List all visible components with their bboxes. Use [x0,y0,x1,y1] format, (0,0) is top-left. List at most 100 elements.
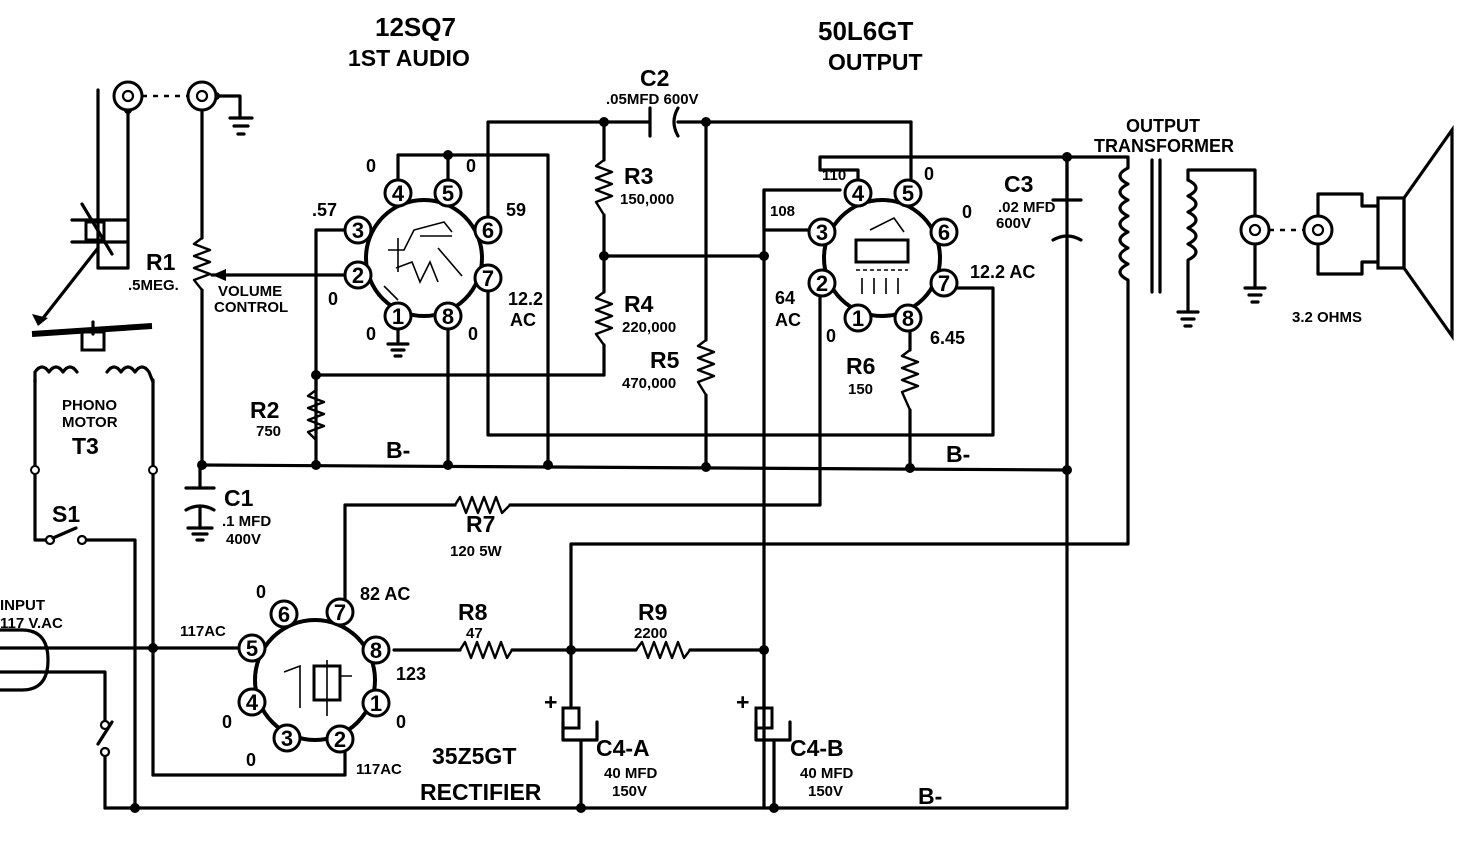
input-line1: INPUT [0,597,45,614]
r2-ref: R2 [250,397,279,423]
v3-pin5-voltage: 117AC [180,623,226,640]
r8-ref: R8 [458,599,488,625]
v3-pin6-voltage: 0 [256,582,266,602]
r3-ref: R3 [624,163,653,189]
v2-pin2-voltage: 64 [775,288,795,308]
pin-label: 6 [278,602,290,627]
tube-v1-pins: 4 5 3 6 2 7 1 8 [343,178,503,331]
v2-pin4-voltage: 110 [822,167,846,184]
c2-value: .05MFD 600V [606,91,699,108]
phono-pickup [31,88,153,352]
switch-s1 [44,526,88,546]
input-line2: 117 V.AC [0,615,63,632]
ac-plug [0,628,50,692]
pin-label: 4 [392,181,405,206]
labels: 12SQ7 1ST AUDIO 50L6GT OUTPUT 35Z5GT REC… [0,12,1362,809]
pin-label: 3 [816,220,828,245]
grounds [228,116,1267,358]
v3-pin7-voltage: 82 AC [360,584,410,604]
tube-v2-pins: 4 5 3 6 2 7 1 8 [807,178,959,333]
c4b-polarity: + [736,689,749,715]
r8-resistor [458,640,514,660]
v3-pin4-voltage: 0 [222,712,232,732]
c4b-ref: C4-B [790,735,844,761]
pin-label: 8 [442,304,454,329]
r4-resistor [594,290,614,347]
c4a-polarity: + [544,689,557,715]
v2-pin8-voltage: 6.45 [930,328,965,348]
pin-label: 1 [392,304,404,329]
tube-v2 [822,198,942,318]
v1-pin7-voltage: 12.2 [508,289,543,309]
r1-ref: R1 [146,249,176,275]
transformer-line2: TRANSFORMER [1094,136,1234,156]
r1-desc1: VOLUME [218,283,282,300]
transformer-line1: OUTPUT [1126,116,1200,136]
pin-label: 4 [852,181,865,206]
v2-pin6-voltage: 0 [962,202,972,222]
pin-label: 7 [938,271,950,296]
r6-value: 150 [848,381,873,398]
v1-function: 1ST AUDIO [348,45,470,71]
line-switch [96,719,114,758]
c1-ref: C1 [224,485,254,511]
v1-pin5-voltage: 0 [466,156,476,176]
speaker-impedance: 3.2 OHMS [1292,309,1362,326]
r3-resistor [594,158,614,217]
v3-type: 35Z5GT [432,743,516,769]
v2-pin1-voltage: 0 [826,326,836,346]
r1-resistor [192,236,212,292]
tube-v3-pins: 6 7 5 8 4 1 3 2 [237,597,391,754]
r4-value: 220,000 [622,319,676,336]
t3-line2: MOTOR [62,414,118,431]
v3-pin1-voltage: 0 [396,712,406,732]
bus-label-2: B- [946,441,970,467]
v2-pin2-ac: AC [775,310,801,330]
v1-pin3-voltage: .57 [312,200,337,220]
r9-ref: R9 [638,599,667,625]
capacitors [184,106,1083,742]
c4a-value: 40 MFD [604,765,658,782]
v3-pin2-voltage: 117AC [356,761,402,778]
volume-wiper [212,269,226,281]
r1-value: .5MEG. [128,277,179,294]
c2-ref: C2 [640,65,669,91]
tube-v1 [364,198,484,318]
pin-label: 7 [334,600,346,625]
c3-ref: C3 [1004,171,1033,197]
r2-value: 750 [256,423,281,440]
bus-label-3: B- [918,783,942,809]
v2-type: 50L6GT [818,16,913,46]
pin-label: 3 [281,726,293,751]
c4b-value: 40 MFD [800,765,854,782]
jacks [112,80,1334,246]
c1-value: .1 MFD [222,513,271,530]
pin-label: 5 [246,636,258,661]
pin-label: 5 [902,181,914,206]
resistors [192,158,920,660]
phono-motor [30,365,158,475]
c1-rating: 400V [226,531,261,548]
tube-v3 [253,618,377,742]
pin-label: 3 [352,218,364,243]
r7-ref: R7 [466,511,495,537]
c3-rating: 600V [996,215,1031,232]
v1-pin1-voltage: 0 [366,324,376,344]
t3-line1: PHONO [62,397,117,414]
v1-type: 12SQ7 [375,12,456,42]
v1-pin2-voltage: 0 [328,289,338,309]
r7-value: 120 5W [450,543,503,560]
pin-label: 6 [482,218,494,243]
v3-pin8-voltage: 123 [396,664,426,684]
bus-label-1: B- [386,437,410,463]
r6-resistor [900,348,920,412]
r5-value: 470,000 [622,375,676,392]
v1-pin7-ac: AC [510,310,536,330]
r3-value: 150,000 [620,191,674,208]
pin-label: 2 [816,271,828,296]
pin-label: 2 [352,263,364,288]
r5-ref: R5 [650,347,680,373]
pin-label: 2 [334,727,346,752]
v2-pin3-voltage: 108 [770,203,795,220]
r6-ref: R6 [846,353,875,379]
